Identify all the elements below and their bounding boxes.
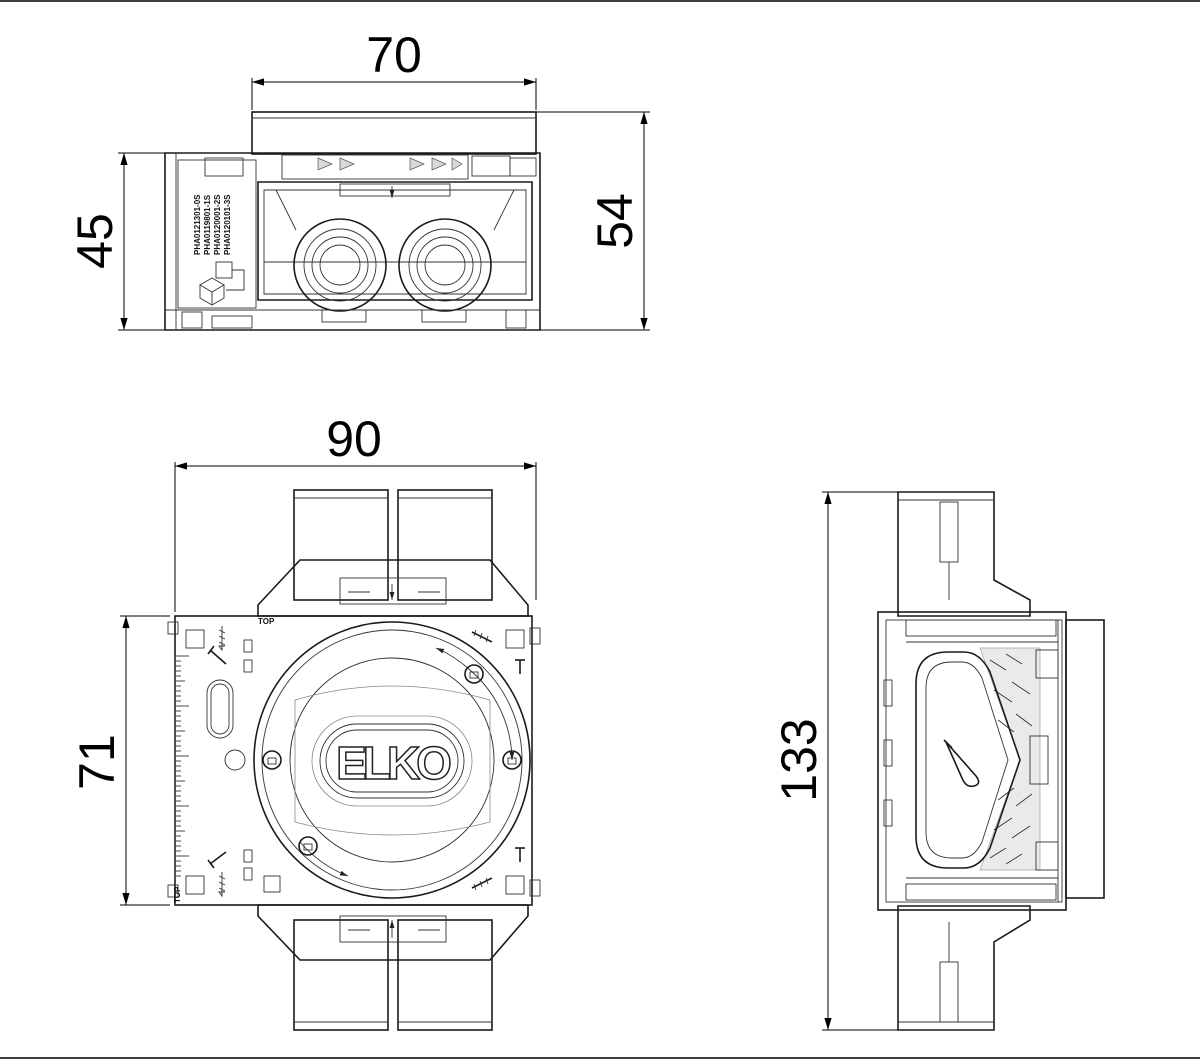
side-window	[915, 651, 1021, 869]
corner-square-bl	[185, 875, 205, 895]
top-mark: TOP	[258, 617, 275, 626]
t-mark-icon	[515, 847, 525, 862]
label-panel	[177, 159, 257, 309]
front-stub-top-right	[397, 489, 493, 601]
part-number-1: PHA0121301-0S	[193, 194, 202, 255]
dim-top-right-height: 54	[536, 111, 650, 331]
lock-icon	[464, 664, 484, 684]
front-ring-outer	[253, 621, 531, 899]
dim-front-width: 90	[174, 411, 537, 612]
side-stub-top	[897, 491, 1031, 617]
side-stub-bottom	[897, 905, 1031, 1031]
elko-small-badge	[206, 679, 234, 739]
top-view: PHA0121301-0S PHA0119801-1S PHA0120001-2…	[164, 111, 541, 331]
front-stub-bottom-left	[293, 919, 389, 1031]
t-mark-icon	[515, 659, 525, 674]
hole-icon	[224, 749, 246, 771]
lock-icon	[298, 836, 318, 856]
top-mark-side: TOP	[173, 886, 182, 903]
lock-icon	[262, 750, 282, 770]
top-view-cap	[251, 111, 537, 155]
cube-icon	[199, 261, 245, 306]
dim-label-133: 133	[771, 718, 827, 801]
dim-top-left-height: 45	[67, 152, 165, 331]
front-stub-bottom-right	[397, 919, 493, 1031]
side-flange	[1065, 619, 1105, 899]
nail-icon	[207, 645, 227, 665]
front-ring-inner	[289, 657, 495, 863]
corner-square-tr	[505, 629, 525, 649]
screw-icon	[471, 877, 493, 891]
front-view: TOP TOP	[167, 489, 541, 1031]
corner-square-tl	[185, 629, 205, 649]
dim-side-height: 133	[771, 491, 898, 1031]
dim-label-70: 70	[366, 27, 422, 83]
side-lattice	[979, 647, 1041, 871]
ruler-scale	[174, 655, 189, 880]
lock-icon	[502, 750, 522, 770]
conduit-right	[398, 218, 492, 312]
nail-icon	[207, 851, 227, 869]
part-number-2: PHA0119801-1S	[203, 194, 212, 255]
dim-front-height: 71	[69, 615, 170, 906]
dim-top-width: 70	[251, 27, 537, 110]
front-cradle-bottom	[257, 904, 529, 961]
dim-label-71: 71	[69, 734, 125, 790]
top-hatch	[317, 157, 463, 171]
elko-logo: ELKO	[311, 715, 473, 807]
tool-icon	[943, 739, 980, 788]
front-stub-top-left	[293, 489, 389, 601]
dim-label-45: 45	[67, 213, 123, 269]
side-view	[877, 491, 1105, 1031]
corner-square-br	[505, 875, 525, 895]
dim-label-54: 54	[587, 193, 643, 249]
screw-icon	[471, 629, 493, 643]
dim-label-90: 90	[326, 411, 382, 467]
front-cradle-top	[257, 559, 529, 617]
part-number-4: PHA0120101-3S	[223, 194, 232, 255]
screw-icon	[218, 626, 226, 652]
screw-icon	[218, 872, 226, 898]
conduit-left	[293, 218, 387, 312]
elko-logo-text: ELKO	[336, 737, 450, 789]
part-number-list: PHA0121301-0S PHA0119801-1S PHA0120001-2…	[193, 194, 232, 255]
cradle-outline	[257, 181, 533, 301]
part-number-3: PHA0120001-2S	[213, 194, 222, 255]
